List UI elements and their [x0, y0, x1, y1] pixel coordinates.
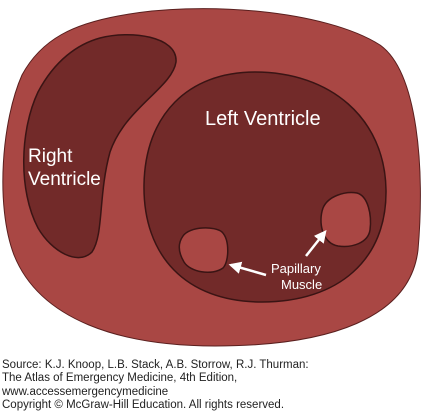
label-papillary-line1: Papillary — [271, 261, 321, 276]
label-papillary-line2: Muscle — [281, 277, 322, 292]
label-right-ventricle-line1: Right — [28, 146, 73, 167]
source-line-title: The Atlas of Emergency Medicine, 4th Edi… — [2, 372, 238, 385]
papillary-muscle-left — [178, 227, 229, 274]
left-ventricle-chamber — [143, 71, 387, 303]
source-line-authors: Source: K.J. Knoop, L.B. Stack, A.B. Sto… — [2, 359, 309, 371]
arrow-to-left-papillary-muscle — [228, 261, 267, 277]
papillary-muscle-right — [320, 191, 372, 248]
source-line-copyright: Copyright © McGraw-Hill Education. All r… — [2, 399, 285, 411]
heart-cross-section-diagram: Right Ventricle Left Ventricle Papillary… — [2, 8, 421, 347]
label-left-ventricle: Left Ventricle — [205, 108, 321, 130]
right-ventricle-chamber — [23, 33, 177, 259]
label-right-ventricle-line2: Ventricle — [28, 169, 101, 190]
arrow-to-right-papillary-muscle — [305, 230, 327, 257]
source-citation: Source: K.J. Knoop, L.B. Stack, A.B. Sto… — [2, 359, 432, 411]
source-line-website: www.accessemergencymedicine — [2, 385, 169, 398]
